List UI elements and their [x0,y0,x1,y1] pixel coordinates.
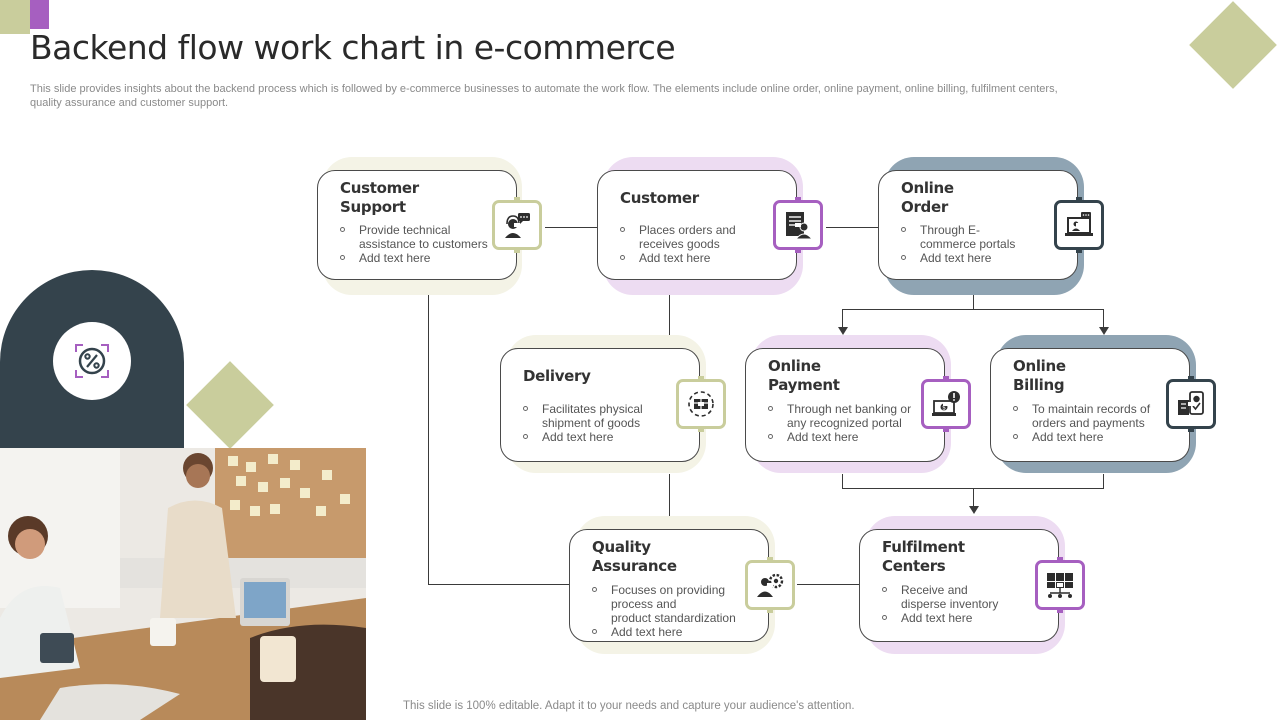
percent-icon [75,344,109,378]
footer-note: This slide is 100% editable. Adapt it to… [403,700,855,712]
connector-cs-down [428,294,430,584]
page-title: Backend flow work chart in e-commerce [30,28,676,67]
connector-order-branch [842,309,1104,311]
diamond-decor-left [186,361,274,449]
online-billing-icon-box [1166,376,1216,432]
page-subtitle: This slide provides insights about the b… [30,83,1058,109]
office-meeting-photo [0,448,366,720]
connector-customer-order [826,227,878,229]
connector-qa-fulfilment [797,584,859,586]
connector-cs-customer [545,227,597,229]
connector-payment-down [842,474,844,488]
arrowhead-payment [838,327,848,335]
laptop-chat-icon [1065,212,1093,236]
customer-document-icon [786,212,813,240]
connector-to-billing [1103,309,1105,329]
online-payment-icon-box: $ [921,376,971,432]
online-order-icon-box [1054,197,1104,253]
connector-to-fulfilment [973,488,975,508]
delivery-icon-box [676,376,726,432]
connector-to-payment [842,309,844,329]
payment-laptop-icon: $ [932,391,960,416]
svg-text:$: $ [942,405,946,412]
connector-delivery-qa [669,474,671,516]
node-title: Customer [620,189,699,207]
billing-icon [1178,391,1204,415]
arrowhead-billing [1099,327,1109,335]
corner-square-olive [0,0,30,34]
percent-badge [53,322,131,400]
arrowhead-fulfilment [969,506,979,514]
connector-order-down [973,295,975,309]
diamond-decor-top-right [1189,1,1277,89]
connector-billing-down [1103,474,1105,488]
customer-icon-box [773,197,823,253]
customer-support-icon [505,213,530,238]
connector-customer-delivery [669,295,671,335]
network-servers-icon [1047,573,1073,598]
customer-support-icon-box [492,197,542,253]
delivery-box-icon [688,391,714,417]
node-title: Delivery [523,367,591,385]
quality-gear-icon [757,573,784,597]
fulfilment-icon-box [1035,557,1085,613]
connector-cs-to-qa [428,584,570,586]
quality-assurance-icon-box [745,557,795,613]
